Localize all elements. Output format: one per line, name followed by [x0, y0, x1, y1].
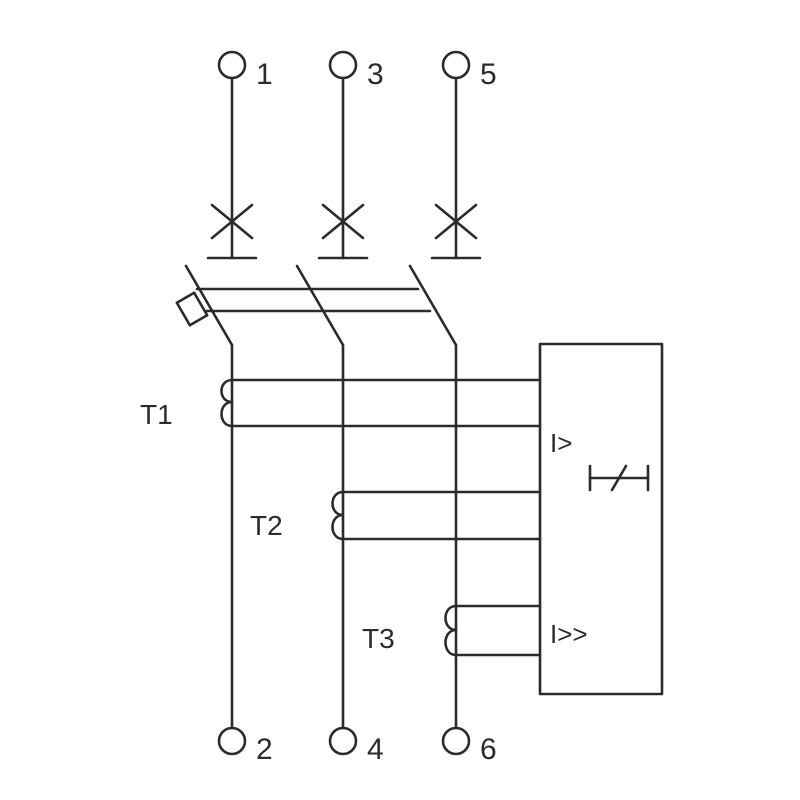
overload-trip-label: I> [550, 428, 572, 458]
terminal-3-circle [328, 50, 358, 80]
transformer-label-t1: T1 [140, 399, 173, 430]
terminal-1-circle [217, 50, 247, 80]
transformer-t1 [220, 378, 542, 428]
relay-box [538, 342, 664, 696]
adjustable-setting-icon [588, 464, 650, 492]
terminal-6-circle [441, 726, 471, 756]
switch-blade-2 [295, 264, 345, 347]
contact-x-2 [321, 203, 365, 240]
transformer-label-t2: T2 [250, 510, 283, 541]
mechanical-linkage [175, 287, 432, 327]
pole-1 [184, 50, 258, 756]
coil-t1 [220, 378, 234, 428]
transformer-t2 [331, 490, 542, 541]
transformer-t3 [444, 604, 542, 657]
transformer-label-t3: T3 [362, 623, 395, 654]
terminal-2-circle [217, 726, 247, 756]
switch-blade-1 [184, 264, 234, 347]
switch-blade-3 [408, 264, 458, 347]
coil-t3 [444, 604, 458, 657]
contact-x-3 [434, 203, 478, 240]
terminal-5-circle [441, 50, 471, 80]
terminal-label-6: 6 [480, 733, 497, 766]
latch-box [175, 291, 209, 327]
terminal-label-5: 5 [480, 58, 497, 91]
shortcircuit-trip-label: I>> [550, 619, 588, 649]
terminal-label-1: 1 [256, 58, 273, 91]
coil-t2 [331, 490, 345, 541]
terminal-4-circle [328, 726, 358, 756]
contact-x-1 [210, 203, 254, 240]
terminal-label-4: 4 [367, 733, 384, 766]
pole-3 [408, 50, 482, 756]
pole-2 [295, 50, 369, 756]
terminal-label-3: 3 [367, 58, 384, 91]
trip-relay-unit [538, 342, 664, 696]
terminal-label-2: 2 [256, 733, 273, 766]
